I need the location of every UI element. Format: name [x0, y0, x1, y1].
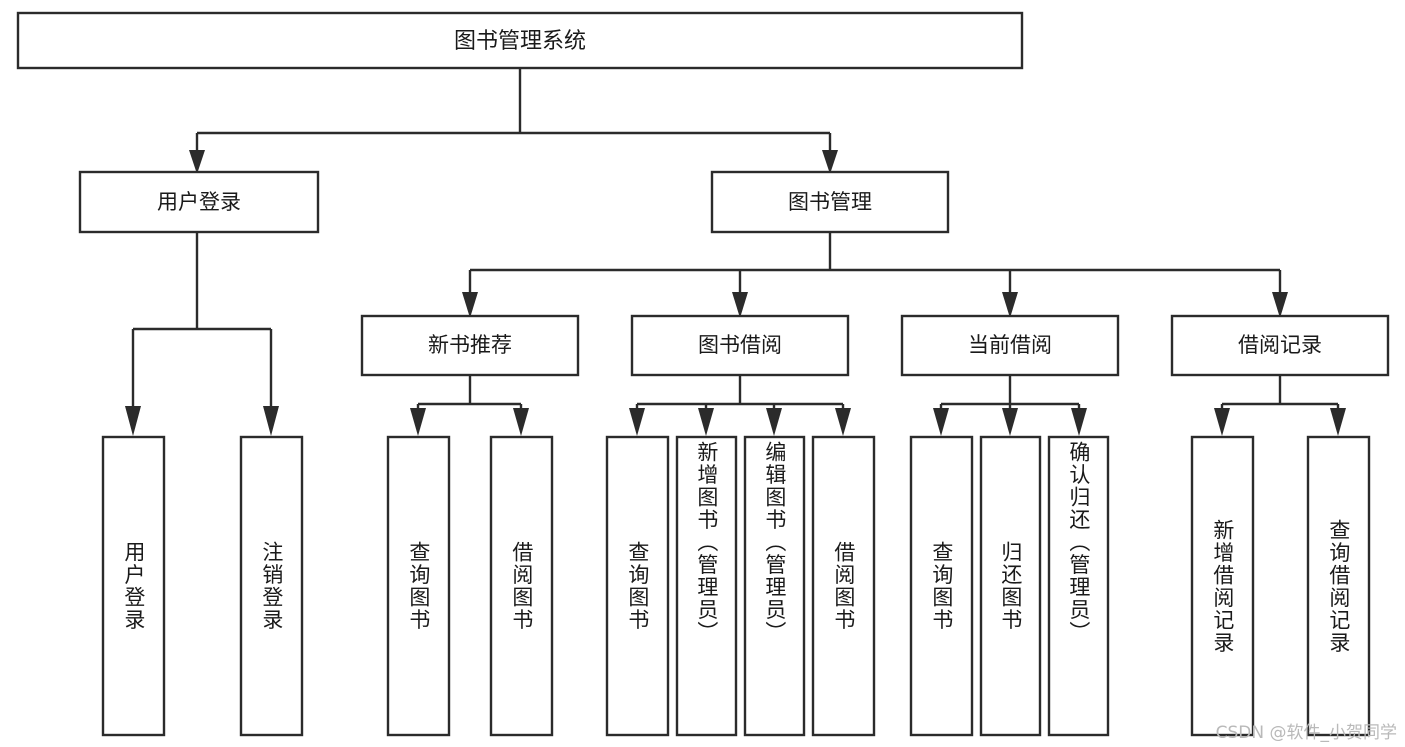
arrow-leaf-add-record [1214, 408, 1230, 436]
node-user-login[interactable]: 用户登录 [78, 170, 320, 234]
arrow-leaf-borrow-book-1 [513, 408, 529, 436]
leaf-rect-return-book[interactable] [979, 435, 1042, 737]
node-borrow-record-label: 借阅记录 [1238, 333, 1322, 357]
arrow-leaf-user-login [125, 406, 141, 436]
arrow-leaf-query-record [1330, 408, 1346, 436]
node-book-borrow-rect[interactable] [630, 314, 850, 377]
node-new-book-rec[interactable]: 新书推荐 [360, 314, 580, 377]
arrow-to-new-book-rec [462, 292, 478, 318]
node-root[interactable]: 图书管理系统 [16, 11, 1024, 70]
csdn-watermark: CSDN @软件_小贺同学 [1215, 723, 1397, 743]
arrow-leaf-query-book-3 [933, 408, 949, 436]
leaf-rect-confirm-return[interactable] [1047, 435, 1110, 737]
arrow-leaf-query-book-2 [629, 408, 645, 436]
leaf-rect-query-book-3[interactable] [909, 435, 974, 737]
connector-group [125, 68, 1346, 436]
node-current-borrow-label: 当前借阅 [968, 333, 1052, 357]
node-new-book-rec-label: 新书推荐 [428, 333, 512, 357]
leaf-rect-borrow-book-2[interactable] [811, 435, 876, 737]
arrow-leaf-confirm-return [1071, 408, 1087, 436]
node-book-manage-rect[interactable] [710, 170, 950, 234]
arrow-leaf-query-book-1 [410, 408, 426, 436]
node-book-manage-label: 图书管理 [788, 190, 872, 214]
node-borrow-record[interactable]: 借阅记录 [1170, 314, 1390, 377]
arrow-leaf-add-book [698, 408, 714, 436]
leaf-rect-query-book-2[interactable] [605, 435, 670, 737]
leaf-rect-borrow-book-1[interactable] [489, 435, 554, 737]
node-root-rect[interactable] [16, 11, 1024, 70]
leaf-rect-query-record[interactable] [1306, 435, 1371, 737]
arrow-to-current-borrow [1002, 292, 1018, 318]
node-root-label: 图书管理系统 [454, 29, 586, 54]
node-new-book-rec-rect[interactable] [360, 314, 580, 377]
arrow-to-book-borrow [732, 292, 748, 318]
node-book-manage[interactable]: 图书管理 [710, 170, 950, 234]
leaf-box-group [101, 435, 1371, 737]
leaf-rect-add-record[interactable] [1190, 435, 1255, 737]
arrow-leaf-return-book [1002, 408, 1018, 436]
leaf-rect-add-book[interactable] [675, 435, 738, 737]
node-current-borrow[interactable]: 当前借阅 [900, 314, 1120, 377]
node-current-borrow-rect[interactable] [900, 314, 1120, 377]
arrow-to-book-manage [822, 150, 838, 174]
node-user-login-rect[interactable] [78, 170, 320, 234]
arrow-leaf-edit-book [766, 408, 782, 436]
arrow-to-borrow-record [1272, 292, 1288, 318]
leaf-rect-query-book-1[interactable] [386, 435, 451, 737]
arrow-leaf-user-logout [263, 406, 279, 436]
arrow-to-user-login [189, 150, 205, 174]
node-book-borrow[interactable]: 图书借阅 [630, 314, 850, 377]
node-user-login-label: 用户登录 [157, 190, 241, 214]
arrow-leaf-borrow-book-2 [835, 408, 851, 436]
leaf-rect-user-login[interactable] [101, 435, 166, 737]
node-borrow-record-rect[interactable] [1170, 314, 1390, 377]
leaf-rect-user-logout[interactable] [239, 435, 304, 737]
node-book-borrow-label: 图书借阅 [698, 333, 782, 357]
leaf-rect-edit-book[interactable] [743, 435, 806, 737]
